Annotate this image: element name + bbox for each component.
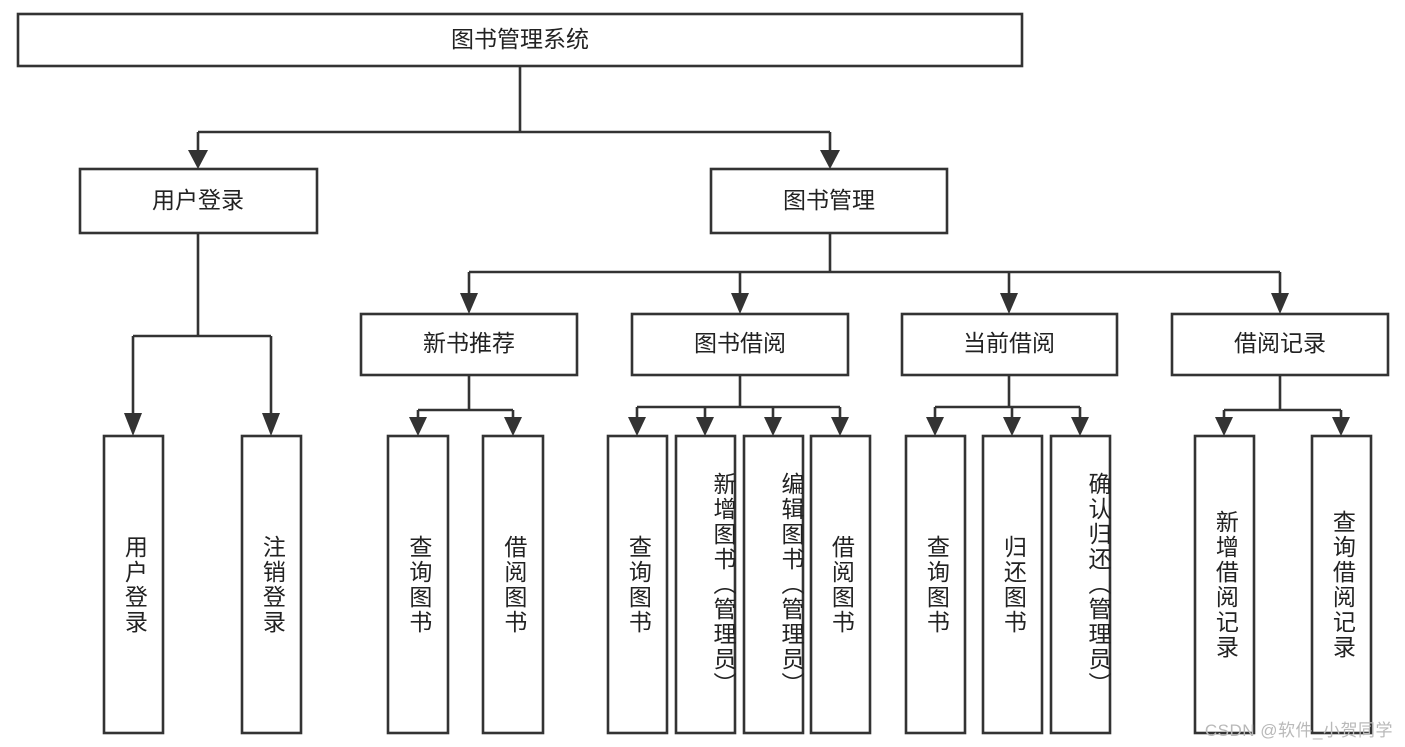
arrow-current-borrow-leaf-3 [1071, 417, 1089, 436]
node-book-manage-box[interactable] [709, 167, 949, 235]
leaf-box-borrow-record-1[interactable] [1193, 434, 1256, 735]
arrow-book-borrow-leaf-2 [696, 417, 714, 436]
connector-group-book-manage [460, 233, 1289, 314]
node-user-login[interactable]: 用户登录 [78, 167, 319, 235]
leaf-box-book-borrow-3[interactable] [742, 434, 805, 735]
node-book-manage-label: 图书管理 [783, 187, 875, 213]
arrow-borrow-record-leaf-2 [1332, 417, 1350, 436]
node-current-borrow-label: 当前借阅 [963, 330, 1055, 356]
node-root[interactable]: 图书管理系统 [16, 12, 1024, 68]
leaf-box-book-borrow-4[interactable] [809, 434, 872, 735]
arrow-book-borrow-leaf-1 [628, 417, 646, 436]
node-new-book-recommend-label: 新书推荐 [423, 330, 515, 356]
leaf-box-current-borrow-1[interactable] [904, 434, 967, 735]
leaf-box-book-borrow-2[interactable] [674, 434, 737, 735]
node-root-box[interactable] [16, 12, 1024, 68]
node-user-login-label: 用户登录 [152, 187, 244, 213]
arrow-user-login-leaf-2 [262, 413, 280, 436]
leaf-box-new-book-1[interactable] [386, 434, 450, 735]
node-borrow-record[interactable]: 借阅记录 [1170, 312, 1390, 377]
arrow-book-manage-child-2 [731, 293, 749, 314]
node-current-borrow[interactable]: 当前借阅 [900, 312, 1119, 377]
node-user-login-box[interactable] [78, 167, 319, 235]
arrow-current-borrow-leaf-2 [1003, 417, 1021, 436]
leaf-box-book-borrow-1[interactable] [606, 434, 669, 735]
node-book-borrow[interactable]: 图书借阅 [630, 312, 850, 377]
arrow-current-borrow-leaf-1 [926, 417, 944, 436]
connector-group-book-borrow [628, 375, 849, 436]
arrow-user-login-leaf-1 [124, 413, 142, 436]
arrow-book-manage-child-4 [1271, 293, 1289, 314]
node-book-borrow-label: 图书借阅 [694, 330, 786, 356]
connector-group-user-login [124, 233, 280, 436]
node-borrow-record-box[interactable] [1170, 312, 1390, 377]
connector-group-current-borrow [926, 375, 1089, 436]
node-new-book-recommend-box[interactable] [359, 312, 579, 377]
node-borrow-record-label: 借阅记录 [1234, 330, 1326, 356]
arrow-root-to-book-manage [820, 150, 840, 169]
leaf-box-user-login-2[interactable] [240, 434, 303, 735]
node-book-manage[interactable]: 图书管理 [709, 167, 949, 235]
leaf-box-current-borrow-2[interactable] [981, 434, 1044, 735]
arrow-borrow-record-leaf-1 [1215, 417, 1233, 436]
connector-group-borrow-record [1215, 375, 1350, 436]
watermark-label: CSDN @软件_小贺同学 [1204, 721, 1393, 740]
node-new-book-recommend[interactable]: 新书推荐 [359, 312, 579, 377]
arrow-root-to-user-login [188, 150, 208, 169]
arrow-book-manage-child-1 [460, 293, 478, 314]
node-current-borrow-box[interactable] [900, 312, 1119, 377]
leaf-box-new-book-2[interactable] [481, 434, 545, 735]
node-book-borrow-box[interactable] [630, 312, 850, 377]
leaf-box-current-borrow-3[interactable] [1049, 434, 1112, 735]
arrow-book-borrow-leaf-4 [831, 417, 849, 436]
node-root-label: 图书管理系统 [451, 26, 589, 52]
leaf-box-user-login-1[interactable] [102, 434, 165, 735]
arrow-book-borrow-leaf-3 [764, 417, 782, 436]
leaf-box-borrow-record-2[interactable] [1310, 434, 1373, 735]
arrow-book-manage-child-3 [1000, 293, 1018, 314]
connector-group-new-book-recommend [409, 375, 522, 436]
connector-group-root [188, 66, 840, 169]
arrow-new-book-leaf-1 [409, 417, 427, 436]
arrow-new-book-leaf-2 [504, 417, 522, 436]
